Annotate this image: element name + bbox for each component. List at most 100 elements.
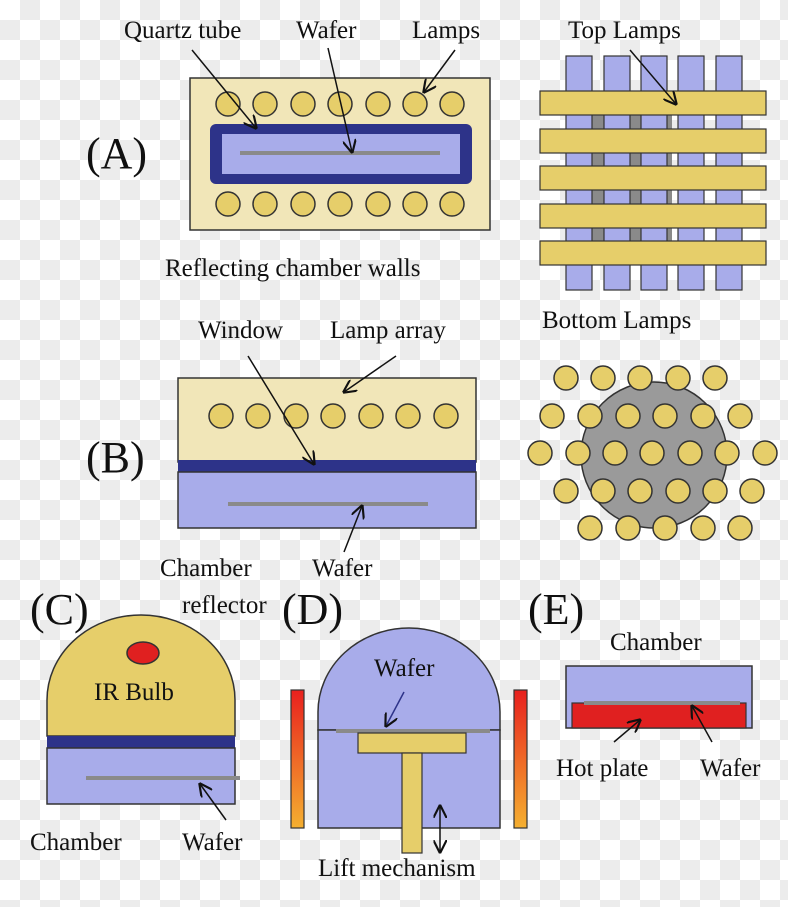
lamp xyxy=(439,91,465,117)
lamp xyxy=(565,440,591,466)
lamp xyxy=(627,478,653,504)
panel-b: (B) Window Lamp array Wafer xyxy=(86,317,477,582)
panel-a: (A) Quartz tube Wafer Lamps Reflecting c… xyxy=(86,17,491,282)
ir-bulb-housing xyxy=(46,614,236,737)
wafer-label-a: Wafer xyxy=(296,17,357,44)
lamp xyxy=(577,515,603,541)
lamp xyxy=(215,91,241,117)
lamp xyxy=(527,440,553,466)
lamp xyxy=(677,440,703,466)
lamp xyxy=(327,91,353,117)
lamps-label: Lamps xyxy=(412,17,480,44)
arrow-lamp-array xyxy=(344,355,397,392)
window-label: Window xyxy=(198,317,283,344)
arrow-wafer-d xyxy=(386,691,405,726)
lamp xyxy=(702,478,728,504)
wafer-label-e: Wafer xyxy=(700,755,761,782)
lamp xyxy=(252,191,278,217)
panel-b-letter: (B) xyxy=(86,433,145,482)
lamp xyxy=(395,403,421,429)
heater-left xyxy=(290,689,305,829)
lamp xyxy=(327,191,353,217)
lamp xyxy=(402,191,428,217)
top-lamp-row xyxy=(215,91,465,117)
panel-a-letter: (A) xyxy=(86,129,147,178)
lamp xyxy=(290,191,316,217)
panel-e: (E) Chamber Hot plate Wafer xyxy=(528,585,761,782)
wafer-label-d: Wafer xyxy=(374,655,435,682)
lift-shaft xyxy=(401,752,423,854)
lamp xyxy=(320,403,346,429)
lamp xyxy=(727,515,753,541)
lamp xyxy=(290,91,316,117)
wafer-label-b: Wafer xyxy=(312,555,373,582)
lamp xyxy=(577,403,603,429)
window xyxy=(178,460,476,472)
ir-bulb xyxy=(126,641,160,665)
lamp xyxy=(652,515,678,541)
lamp xyxy=(365,191,391,217)
lamp xyxy=(433,403,459,429)
lamp xyxy=(365,91,391,117)
lamp xyxy=(639,440,665,466)
lamp xyxy=(439,191,465,217)
chamber-label-e: Chamber xyxy=(610,629,702,656)
lamp-array-label: Lamp array xyxy=(330,317,446,344)
lift-label: Lift mechanism xyxy=(318,855,476,882)
bottom-lamps-label: Bottom Lamps xyxy=(542,307,691,334)
lamp xyxy=(615,403,641,429)
lamp xyxy=(553,365,579,391)
panel-c: (C) Chamber reflector IR Bulb Chamber Wa… xyxy=(30,555,267,856)
window-c xyxy=(47,736,235,748)
lamp xyxy=(690,403,716,429)
lamp xyxy=(590,478,616,504)
lift-platform xyxy=(357,732,467,754)
walls-label: Reflecting chamber walls xyxy=(165,255,420,282)
lamp xyxy=(690,515,716,541)
top-lamps-label: Top Lamps xyxy=(568,17,681,44)
arrow-wafer-b xyxy=(343,506,362,553)
panel-d: (D) Wafer Lift mechanism xyxy=(282,585,528,882)
lamp-array xyxy=(208,403,459,429)
chamber-label-c: Chamber xyxy=(30,829,122,856)
dome xyxy=(317,627,501,731)
lamp xyxy=(627,365,653,391)
lamp xyxy=(652,403,678,429)
lamp-grid: Top Lamps Bottom Lamps xyxy=(539,17,767,334)
lamp xyxy=(539,403,565,429)
panel-c-letter: (C) xyxy=(30,585,89,634)
hot-plate xyxy=(571,702,747,729)
chamber-b xyxy=(177,471,477,529)
lamp xyxy=(665,365,691,391)
hot-plate-label: Hot plate xyxy=(556,755,648,782)
lamp xyxy=(590,365,616,391)
arrow-wafer-a xyxy=(327,47,352,152)
arrow-lamps xyxy=(424,49,456,92)
lamp xyxy=(665,478,691,504)
wafer-label-c: Wafer xyxy=(182,829,243,856)
lamp xyxy=(739,478,765,504)
lamp xyxy=(752,440,778,466)
lamp xyxy=(252,91,278,117)
lamp xyxy=(402,91,428,117)
top-lamp-bar xyxy=(539,203,767,229)
top-lamp-bar xyxy=(539,90,767,116)
ir-bulb-label: IR Bulb xyxy=(94,679,174,706)
top-lamp-bar xyxy=(539,165,767,191)
bottom-lamp-row xyxy=(215,191,465,217)
top-lamp-bar xyxy=(539,128,767,154)
lamp xyxy=(215,191,241,217)
heater-right xyxy=(513,689,528,829)
lamp xyxy=(702,365,728,391)
lamp xyxy=(245,403,271,429)
lamp xyxy=(283,403,309,429)
lamp xyxy=(208,403,234,429)
lamp xyxy=(727,403,753,429)
reflector-label-line2: reflector xyxy=(182,592,267,619)
arrow-wafer-e xyxy=(692,706,713,743)
arrow-quartz xyxy=(191,49,256,128)
lamp xyxy=(553,478,579,504)
arrow-hot-plate xyxy=(613,720,640,743)
